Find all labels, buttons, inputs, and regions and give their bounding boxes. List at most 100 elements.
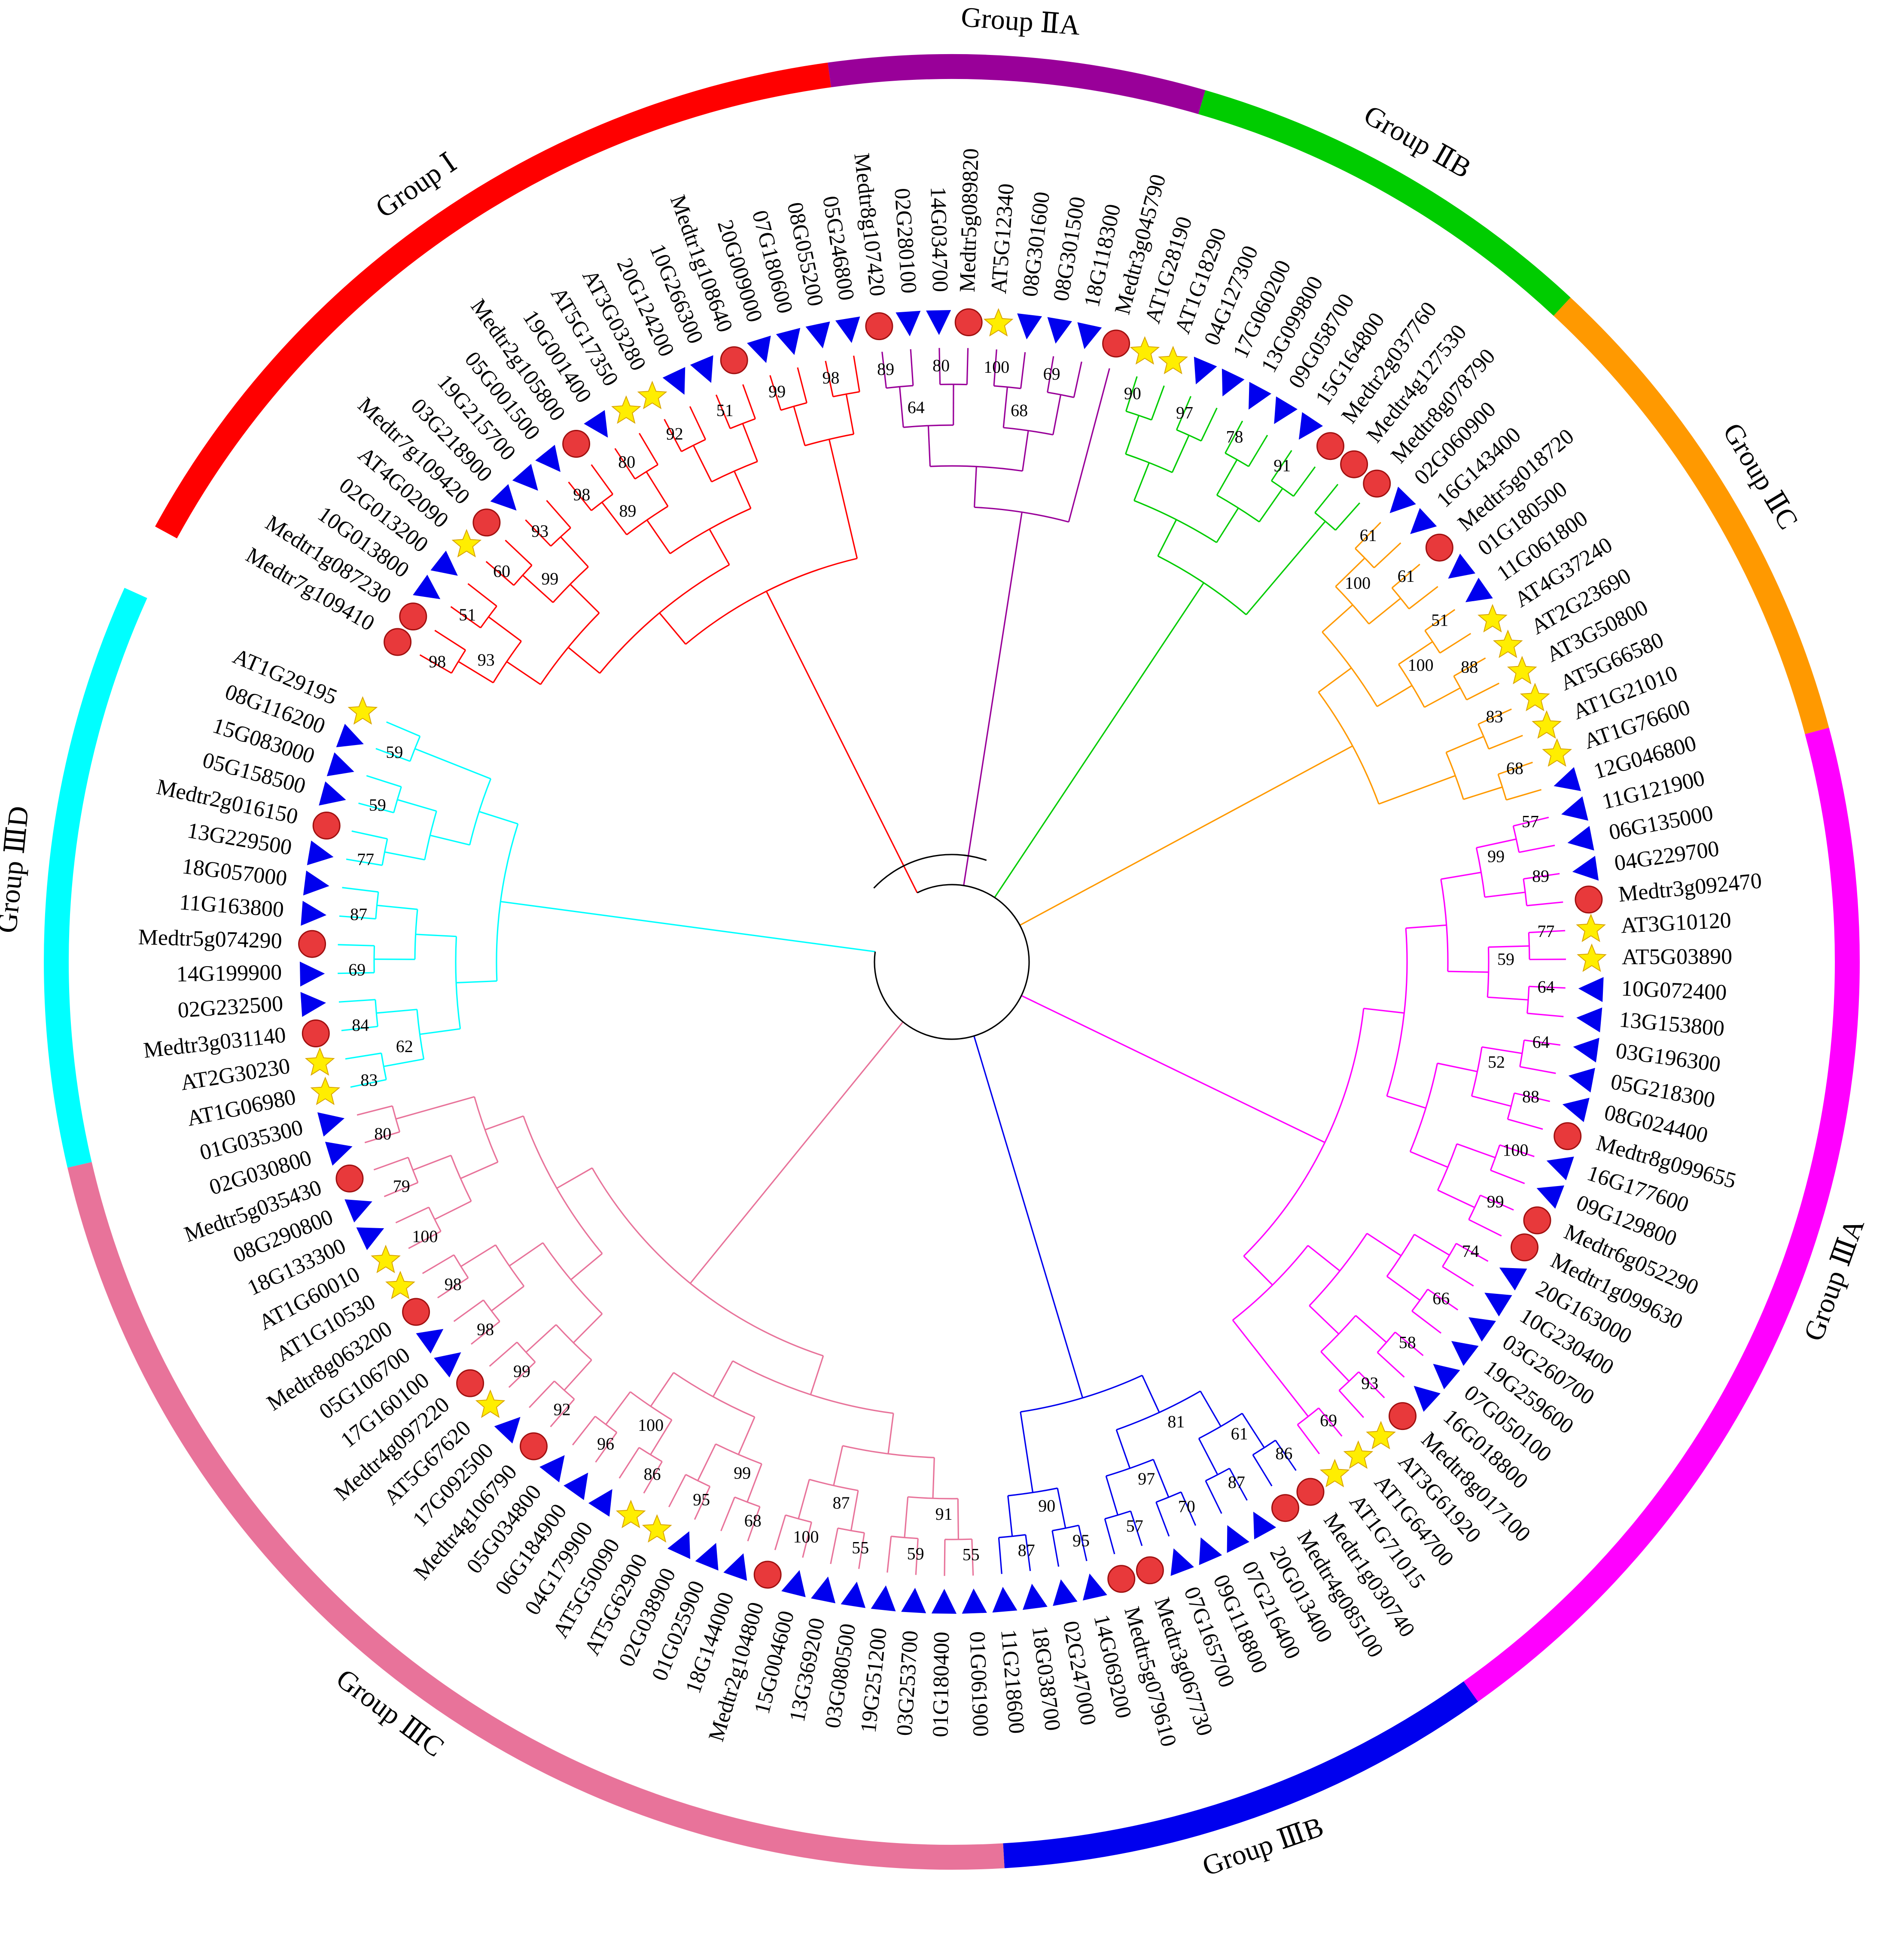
triangle-marker	[1083, 1573, 1107, 1601]
triangle-marker	[931, 1588, 957, 1614]
branch-line	[1241, 1413, 1265, 1448]
triangle-marker	[1451, 1341, 1479, 1366]
branch-arc	[495, 1244, 525, 1287]
bootstrap-value: 68	[1011, 401, 1028, 420]
branch-line	[747, 1506, 761, 1542]
branch-line	[1020, 352, 1026, 389]
branch-line	[1358, 1371, 1385, 1399]
branch-line	[1519, 845, 1555, 853]
medicago-circle-marker	[1575, 885, 1603, 914]
triangle-marker	[1465, 578, 1493, 602]
leaf-label: 08G301600	[1017, 190, 1054, 298]
bootstrap-value: 98	[445, 1275, 462, 1294]
branch-line	[1243, 1255, 1273, 1286]
branch-line	[1171, 435, 1190, 473]
triangle-marker	[564, 1472, 588, 1500]
arabidopsis-star-marker	[1493, 630, 1523, 658]
triangle-marker	[695, 1543, 719, 1571]
bootstrap-value: 100	[412, 1226, 438, 1246]
triangle-marker	[319, 781, 346, 806]
bootstrap-value: 55	[852, 1538, 869, 1558]
branch-line	[664, 419, 682, 452]
arabidopsis-star-marker	[475, 1389, 506, 1418]
branch-line	[1488, 945, 1529, 948]
branch-line	[1198, 1438, 1219, 1475]
branch-line	[1335, 502, 1360, 531]
branch-line	[1529, 930, 1566, 934]
branch-arc	[373, 946, 375, 973]
branch-line	[966, 348, 969, 385]
bootstrap-value: 99	[768, 382, 786, 401]
arabidopsis-star-marker	[305, 1047, 335, 1076]
branch-line	[420, 1028, 460, 1035]
branch-arc	[540, 612, 600, 685]
branch-line	[830, 1528, 839, 1564]
branch-line	[1427, 1288, 1459, 1311]
group-ring-segment	[44, 587, 147, 1168]
leaf-label: 18G057000	[181, 854, 289, 891]
bootstrap-value: 91	[1273, 456, 1291, 475]
triangle-marker	[747, 335, 771, 363]
branch-arc	[1216, 494, 1260, 523]
arabidopsis-star-marker	[1478, 604, 1508, 633]
triangle-marker	[896, 310, 921, 337]
branch-line	[572, 1416, 596, 1445]
bootstrap-value: 61	[1398, 566, 1415, 586]
branch-line	[746, 1463, 762, 1503]
branch-line	[605, 1391, 631, 1425]
bootstrap-value: 52	[1488, 1052, 1505, 1071]
branch-line	[694, 1486, 711, 1520]
branch-arc	[451, 650, 466, 674]
bootstrap-value: 78	[1226, 427, 1243, 447]
branch-line	[1513, 816, 1549, 827]
branch-arc	[685, 1474, 710, 1487]
branch-line	[1125, 376, 1138, 412]
bootstrap-value: 98	[429, 652, 446, 671]
triangle-marker	[535, 444, 561, 472]
triangle-marker	[1468, 1317, 1496, 1342]
branch-line	[742, 384, 756, 419]
arabidopsis-star-marker	[1343, 1440, 1374, 1469]
arabidopsis-star-marker	[451, 529, 482, 558]
branch-arc	[1398, 664, 1425, 708]
branch-line	[525, 1324, 557, 1353]
branch-line	[377, 904, 418, 910]
branch-line	[858, 1533, 865, 1569]
branch-line	[1514, 1092, 1550, 1102]
branch-line	[364, 1131, 400, 1144]
bootstrap-value: 59	[907, 1544, 924, 1564]
branch-line	[1130, 1511, 1143, 1546]
leaf-label: 11G218600	[996, 1628, 1029, 1734]
branch-line	[1025, 1534, 1031, 1571]
branch-line	[434, 1200, 472, 1220]
branch-arc	[1116, 1390, 1201, 1431]
bootstrap-value: 74	[1462, 1241, 1479, 1261]
medicago-circle-marker	[399, 602, 427, 631]
branch-arc	[908, 1496, 958, 1500]
medicago-circle-marker	[1523, 1206, 1551, 1235]
branch-line	[1414, 1234, 1450, 1256]
arabidopsis-star-marker	[1130, 336, 1160, 365]
branch-line	[1318, 667, 1352, 693]
triangle-marker	[901, 1588, 926, 1613]
branch-line	[697, 1443, 716, 1481]
branch-line	[833, 1445, 844, 1486]
branch-arc	[1003, 427, 1054, 435]
triangle-marker	[811, 1576, 836, 1603]
branch-arc	[626, 505, 668, 535]
bootstrap-value: 66	[1432, 1289, 1450, 1308]
triangle-marker	[1249, 382, 1271, 410]
group-ring-segment	[155, 62, 832, 538]
branch-line	[1453, 657, 1486, 677]
arabidopsis-star-marker	[1576, 913, 1606, 942]
branch-line	[887, 1536, 892, 1573]
branch-line	[456, 980, 497, 984]
bootstrap-value: 89	[619, 501, 637, 520]
branch-line	[881, 352, 887, 388]
bootstrap-value: 69	[348, 960, 366, 980]
branch-line	[509, 1242, 544, 1267]
branch-arc	[554, 1380, 575, 1400]
branch-line	[742, 423, 758, 462]
branch-line	[1411, 1310, 1442, 1334]
